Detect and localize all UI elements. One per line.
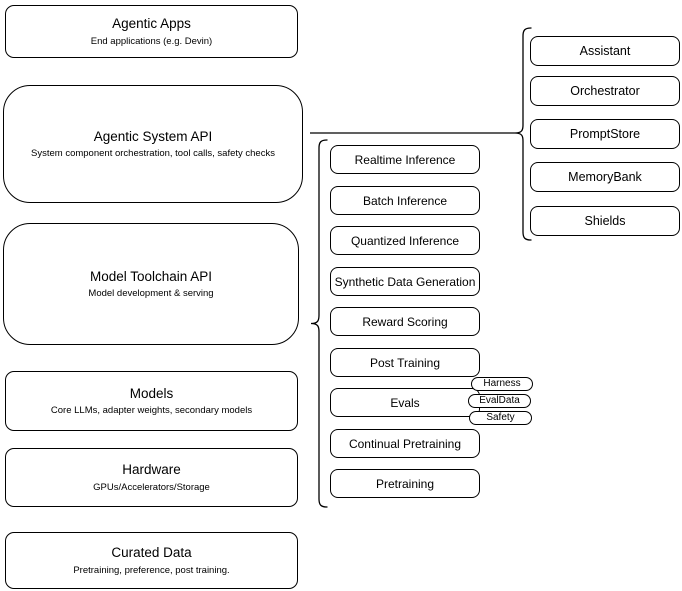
node-title: Agentic System API [93, 128, 213, 144]
node-subtitle: GPUs/Accelerators/Storage [93, 481, 210, 493]
node-agentic-apps: Agentic Apps End applications (e.g. Devi… [5, 5, 298, 58]
node-model-toolchain-api: Model Toolchain API Model development & … [3, 223, 299, 345]
toolchain-item-quantized-inference: Quantized Inference [330, 226, 480, 255]
node-curated-data: Curated Data Pretraining, preference, po… [5, 532, 298, 589]
toolchain-item-batch-inference: Batch Inference [330, 186, 480, 215]
node-subtitle: Model development & serving [88, 288, 214, 300]
eval-tag-harness: Harness [471, 377, 533, 391]
node-title: Agentic Apps [112, 16, 191, 32]
eval-tag-safety: Safety [469, 411, 532, 425]
toolchain-item-reward-scoring: Reward Scoring [330, 307, 480, 336]
eval-tag-evaldata: EvalData [468, 394, 531, 408]
node-title: Curated Data [111, 545, 192, 561]
toolchain-item-realtime-inference: Realtime Inference [330, 145, 480, 174]
node-subtitle: Pretraining, preference, post training. [73, 564, 230, 576]
toolchain-item-synthetic-data-generation: Synthetic Data Generation [330, 267, 480, 296]
node-title: Models [129, 385, 174, 401]
toolchain-brace [310, 139, 328, 508]
toolchain-item-continual-pretraining: Continual Pretraining [330, 429, 480, 458]
node-subtitle: Core LLMs, adapter weights, secondary mo… [50, 405, 253, 417]
node-subtitle: End applications (e.g. Devin) [90, 35, 213, 47]
component-promptstore: PromptStore [530, 119, 680, 149]
node-hardware: Hardware GPUs/Accelerators/Storage [5, 448, 298, 507]
node-title: Model Toolchain API [89, 268, 213, 284]
component-memorybank: MemoryBank [530, 162, 680, 192]
toolchain-item-pretraining: Pretraining [330, 469, 480, 498]
node-title: Hardware [122, 462, 181, 478]
component-shields: Shields [530, 206, 680, 236]
component-orchestrator: Orchestrator [530, 76, 680, 106]
components-brace [514, 27, 532, 241]
node-models: Models Core LLMs, adapter weights, secon… [5, 371, 298, 431]
toolchain-item-post-training: Post Training [330, 348, 480, 377]
toolchain-item-evals: Evals [330, 388, 480, 417]
node-agentic-system-api: Agentic System API System component orch… [3, 85, 303, 203]
component-assistant: Assistant [530, 36, 680, 66]
node-subtitle: System component orchestration, tool cal… [31, 148, 275, 160]
